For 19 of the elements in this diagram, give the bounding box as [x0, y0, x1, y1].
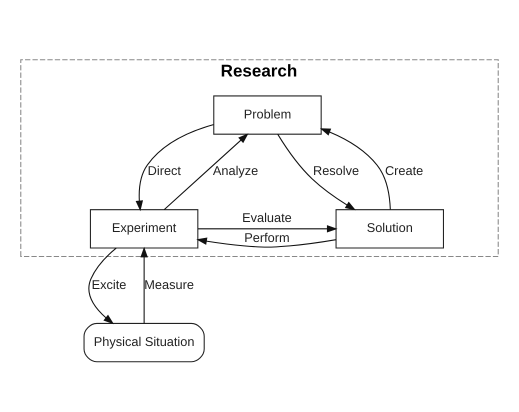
node-box: Physical Situation: [84, 322, 205, 362]
edge-label: Evaluate: [242, 210, 292, 225]
edge-label: Excite: [92, 276, 126, 292]
edge-label: Direct: [148, 162, 181, 178]
arrow: [320, 128, 391, 209]
edge-label: Create: [384, 162, 424, 178]
node-box: Experiment: [90, 208, 198, 248]
arrow: [196, 236, 336, 248]
node-box: Solution: [336, 208, 444, 248]
edge-label: Analyze: [212, 162, 258, 178]
arrow: [140, 246, 148, 323]
arrow: [164, 132, 249, 210]
arrow: [136, 124, 214, 211]
edge-label: Perform: [244, 230, 290, 245]
edge-label: Measure: [144, 276, 194, 292]
edge-label: Resolve: [313, 162, 360, 178]
arrow: [277, 134, 356, 210]
arrow: [198, 224, 338, 232]
node-box: Problem: [213, 94, 322, 134]
